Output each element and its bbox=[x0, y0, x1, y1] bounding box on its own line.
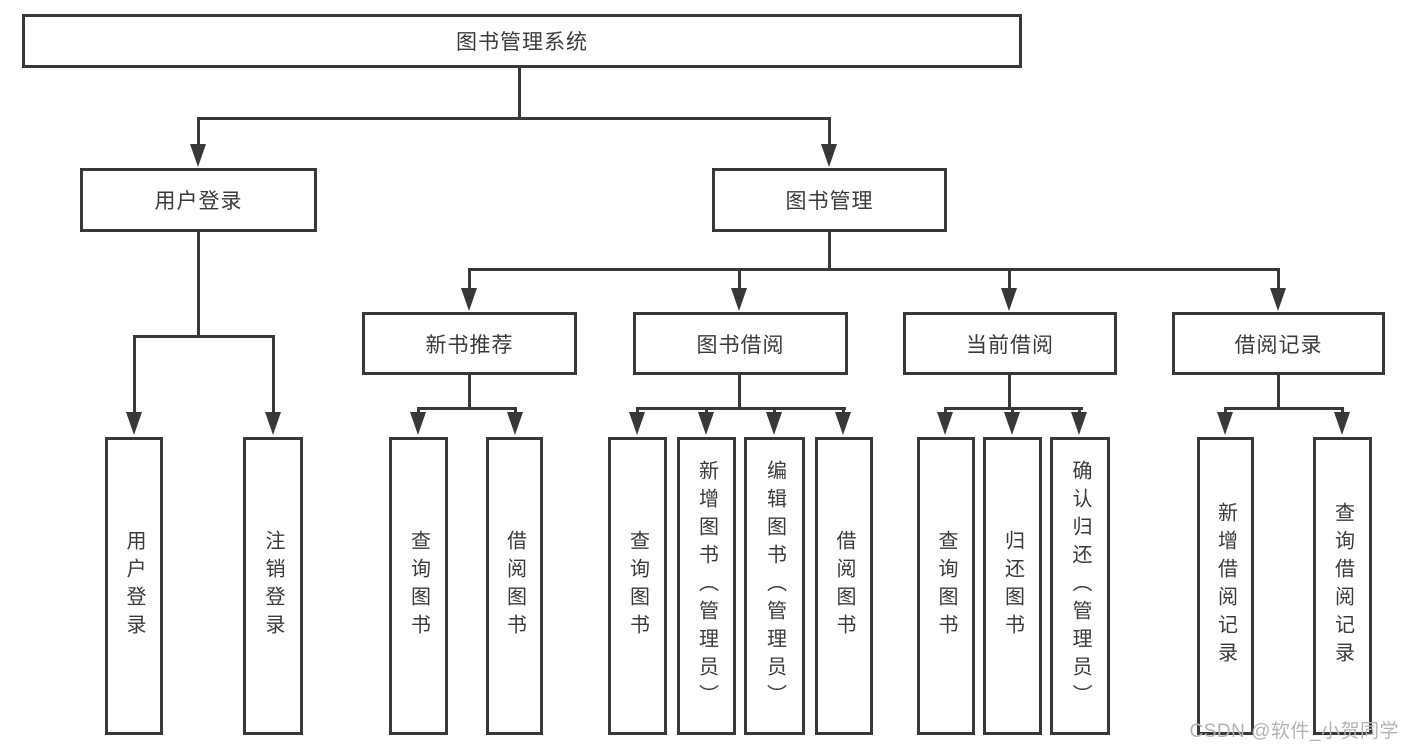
connector-line bbox=[842, 407, 845, 415]
node-label: 图书管理系统 bbox=[456, 31, 588, 54]
leaf-query-books-current: 查询图书 bbox=[917, 437, 975, 735]
node-label: 用户登录 bbox=[154, 190, 243, 213]
connector-line bbox=[133, 335, 136, 412]
arrow-down-icon bbox=[1071, 412, 1087, 435]
node-book-borrowing: 图书借阅 bbox=[633, 312, 848, 375]
node-user-login: 用户登录 bbox=[80, 168, 317, 232]
node-label: 新增图书（管理员） bbox=[695, 460, 718, 712]
connector-line bbox=[272, 335, 275, 412]
leaf-user-login: 用户登录 bbox=[105, 437, 163, 735]
connector-line bbox=[828, 117, 831, 147]
node-label: 借阅记录 bbox=[1234, 333, 1323, 357]
connector-line bbox=[518, 68, 521, 119]
node-label: 用户登录 bbox=[123, 530, 145, 642]
node-borrowing-records: 借阅记录 bbox=[1172, 312, 1385, 375]
arrow-down-icon bbox=[1270, 288, 1286, 311]
node-label: 归还图书 bbox=[1001, 530, 1024, 642]
connector-line bbox=[944, 407, 947, 415]
leaf-borrow-books-borrowing: 借阅图书 bbox=[815, 437, 873, 735]
node-label: 借阅图书 bbox=[503, 530, 526, 642]
connector-line bbox=[828, 232, 831, 271]
connector-line bbox=[705, 407, 708, 415]
node-library-management-system: 图书管理系统 bbox=[22, 14, 1022, 68]
leaf-add-book-admin: 新增图书（管理员） bbox=[677, 437, 736, 735]
connector-line bbox=[1277, 268, 1280, 290]
leaf-query-books-borrowing: 查询图书 bbox=[608, 437, 667, 735]
arrow-down-icon bbox=[1001, 288, 1017, 311]
csdn-watermark: CSDN @软件_小贺同学 bbox=[1189, 721, 1399, 742]
connector-line bbox=[468, 268, 1280, 271]
node-current-borrowing: 当前借阅 bbox=[903, 312, 1117, 375]
connector-line bbox=[1008, 375, 1011, 410]
arrow-down-icon bbox=[731, 288, 747, 311]
connector-line bbox=[1277, 375, 1280, 410]
connector-line bbox=[1011, 407, 1014, 415]
arrow-down-icon bbox=[507, 412, 523, 435]
connector-line bbox=[514, 407, 517, 415]
node-label: 图书管理 bbox=[785, 190, 874, 213]
connector-line bbox=[1008, 268, 1011, 290]
connector-line bbox=[738, 268, 741, 290]
leaf-query-borrow-record: 查询借阅记录 bbox=[1313, 437, 1372, 735]
connector-line bbox=[468, 375, 471, 410]
connector-line bbox=[197, 117, 200, 147]
connector-line bbox=[636, 407, 846, 410]
node-label: 查询图书 bbox=[935, 530, 957, 642]
leaf-logout-login: 注销登录 bbox=[243, 437, 303, 735]
connector-line bbox=[773, 407, 776, 415]
connector-line bbox=[1224, 407, 1227, 415]
connector-line bbox=[417, 407, 517, 410]
connector-line bbox=[1224, 407, 1344, 410]
leaf-return-books: 归还图书 bbox=[983, 437, 1042, 735]
leaf-edit-book-admin: 编辑图书（管理员） bbox=[744, 437, 805, 735]
arrow-down-icon bbox=[835, 412, 851, 435]
connector-line bbox=[133, 335, 275, 338]
node-label: 查询借阅记录 bbox=[1331, 502, 1354, 670]
connector-line bbox=[636, 407, 639, 415]
arrow-down-icon bbox=[265, 412, 281, 435]
leaf-confirm-return-admin: 确认归还（管理员） bbox=[1050, 437, 1110, 735]
node-label: 图书借阅 bbox=[696, 333, 785, 357]
connector-line bbox=[738, 375, 741, 410]
leaf-borrow-books-recommend: 借阅图书 bbox=[486, 437, 543, 735]
arrow-down-icon bbox=[1334, 412, 1350, 435]
node-label: 新增借阅记录 bbox=[1214, 502, 1237, 670]
node-new-book-recommend: 新书推荐 bbox=[362, 312, 577, 375]
arrow-down-icon bbox=[190, 144, 206, 167]
leaf-query-books-recommend: 查询图书 bbox=[389, 437, 448, 735]
arrow-down-icon bbox=[698, 412, 714, 435]
arrow-down-icon bbox=[461, 288, 477, 311]
arrow-down-icon bbox=[629, 412, 645, 435]
connector-line bbox=[197, 117, 831, 120]
node-label: 当前借阅 bbox=[966, 333, 1054, 357]
connector-line bbox=[197, 232, 200, 338]
node-label: 查询图书 bbox=[407, 530, 430, 642]
connector-line bbox=[1078, 407, 1081, 415]
leaf-add-borrow-record: 新增借阅记录 bbox=[1197, 437, 1254, 735]
arrow-down-icon bbox=[410, 412, 426, 435]
arrow-down-icon bbox=[821, 144, 837, 167]
connector-line bbox=[417, 407, 420, 415]
connector-line bbox=[1341, 407, 1344, 415]
node-label: 注销登录 bbox=[262, 530, 284, 642]
node-book-management: 图书管理 bbox=[712, 168, 947, 232]
node-label: 确认归还（管理员） bbox=[1069, 460, 1091, 712]
arrow-down-icon bbox=[937, 412, 953, 435]
connector-line bbox=[468, 268, 471, 290]
node-label: 编辑图书（管理员） bbox=[763, 460, 786, 712]
node-label: 新书推荐 bbox=[425, 333, 514, 357]
arrow-down-icon bbox=[1217, 412, 1233, 435]
arrow-down-icon bbox=[1004, 412, 1020, 435]
arrow-down-icon bbox=[126, 412, 142, 435]
node-label: 借阅图书 bbox=[833, 530, 855, 642]
arrow-down-icon bbox=[766, 412, 782, 435]
node-label: 查询图书 bbox=[626, 530, 649, 642]
